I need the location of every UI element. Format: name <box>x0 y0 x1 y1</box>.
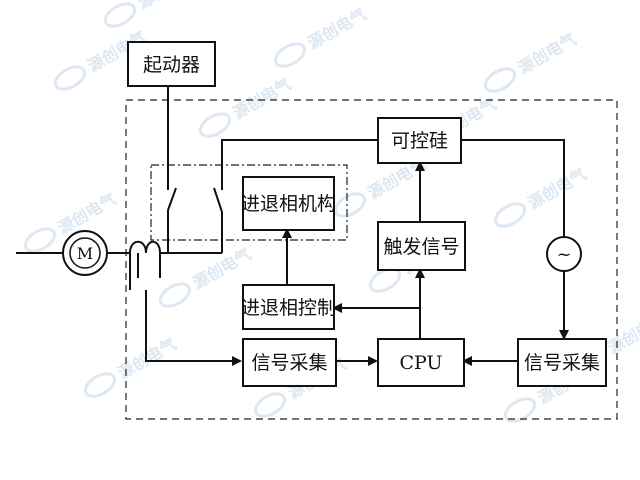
mechanism-block: 进退相机构 <box>241 176 336 231</box>
signal-acquisition-right-block: 信号采集 <box>517 338 607 387</box>
cpu-label: CPU <box>399 352 442 374</box>
motor: M <box>62 230 108 276</box>
current-transformer <box>129 240 161 290</box>
starter-block: 起动器 <box>127 41 216 87</box>
watermark-text: 源创电气 <box>135 0 200 13</box>
watermark-text: 源创电气 <box>525 164 590 212</box>
watermark-text: 源创电气 <box>115 334 180 382</box>
cpu-block: CPU <box>377 338 465 387</box>
motor-label: M <box>77 244 93 263</box>
signal-acquisition-left-block: 信号采集 <box>242 338 337 387</box>
watermark-text: 源创电气 <box>230 74 295 122</box>
thyristor-label: 可控硅 <box>391 130 448 152</box>
outer-boundary <box>125 99 618 420</box>
wire-to-thyristor <box>221 139 378 190</box>
trigger-block: 触发信号 <box>377 221 466 271</box>
watermark-text: 源创电气 <box>305 4 370 52</box>
wire-thyristor-to-source <box>461 139 565 236</box>
control-label: 进退相控制 <box>241 297 336 319</box>
control-block: 进退相控制 <box>241 284 336 330</box>
watermark-text: 源创电气 <box>515 29 580 77</box>
mechanism-label: 进退相机构 <box>241 193 336 215</box>
starter-switch-contact <box>167 187 177 211</box>
signal-acquisition-left-label: 信号采集 <box>251 352 327 374</box>
thyristor-block: 可控硅 <box>377 117 462 164</box>
thyristor-switch-contact <box>213 187 223 213</box>
signal-acquisition-right-label: 信号采集 <box>524 352 600 374</box>
starter-label: 起动器 <box>143 54 200 76</box>
arrow-ct-to-signal-left <box>145 290 242 366</box>
watermark-text: 源创电气 <box>605 309 640 357</box>
switch-group-boundary <box>150 164 348 241</box>
trigger-label: 触发信号 <box>383 236 459 258</box>
ac-source: ~ <box>546 236 582 272</box>
ac-source-symbol: ~ <box>556 244 571 265</box>
